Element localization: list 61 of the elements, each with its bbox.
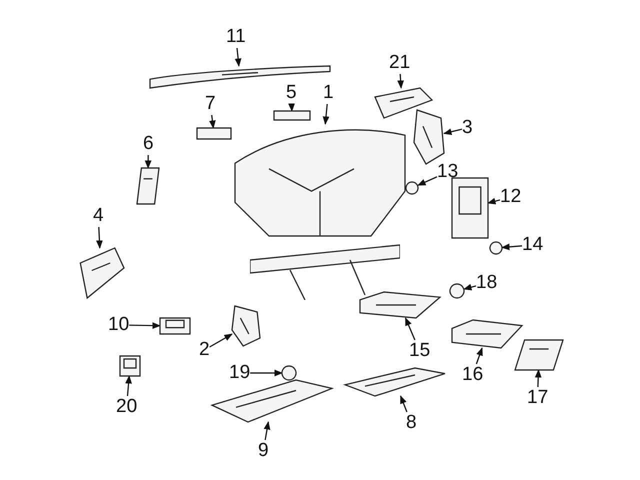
callout-number: 1 — [323, 82, 334, 104]
callout-number: 19 — [229, 362, 250, 384]
leader-arrow — [487, 198, 500, 204]
leader-arrow — [404, 317, 416, 340]
leader-arrow — [209, 114, 216, 129]
callout-number: 13 — [437, 161, 458, 183]
leader-arrow — [264, 421, 270, 440]
leader-arrow — [534, 369, 542, 388]
callout-number: 18 — [476, 272, 498, 294]
leader-arrow — [234, 48, 242, 67]
lower-panel-drawing — [212, 380, 332, 422]
bracket-drawing — [232, 306, 260, 346]
callout-number: 11 — [226, 26, 246, 48]
end-cover-drawing — [78, 248, 124, 298]
callout-number: 12 — [500, 186, 522, 208]
leader-arrow — [400, 395, 408, 412]
callout-number: 21 — [389, 52, 410, 74]
callout-number: 6 — [143, 133, 154, 155]
switch-drawing — [406, 182, 418, 194]
lower-panel-drawing — [345, 368, 445, 396]
switch-drawing — [282, 366, 296, 380]
leader-arrow — [96, 226, 103, 249]
callout-number: 14 — [522, 234, 544, 256]
callout-number: 17 — [527, 387, 548, 409]
leader-arrow — [463, 284, 476, 290]
leader-arrow — [144, 155, 152, 169]
callout-number: 4 — [93, 205, 104, 227]
callout-number: 15 — [409, 340, 430, 362]
callout-number: 10 — [108, 314, 130, 336]
sensor-drawing — [450, 284, 464, 298]
callout-number: 8 — [406, 412, 417, 434]
switch-drawing — [160, 318, 190, 334]
leader-arrow — [322, 104, 330, 125]
callout-number: 5 — [286, 82, 297, 104]
vent-drawing — [197, 128, 231, 139]
callout-number: 3 — [462, 117, 473, 139]
clip-drawing — [490, 242, 502, 254]
leader-arrow — [443, 128, 462, 135]
callout-number: 16 — [462, 364, 484, 386]
trim-cover-drawing — [515, 340, 563, 370]
leader-arrow — [209, 334, 233, 348]
control-unit-drawing — [360, 292, 440, 318]
callout-number: 20 — [116, 396, 138, 418]
callout-number: 2 — [199, 339, 210, 361]
leader-arrow — [125, 375, 132, 396]
switch-drawing — [120, 356, 140, 376]
callout-number: 9 — [258, 440, 269, 462]
callout-number: 7 — [205, 93, 216, 115]
leader-arrow — [397, 74, 404, 89]
trim-panel-drawing — [137, 168, 159, 204]
leader-arrow — [129, 322, 161, 329]
bracket-drawing — [414, 110, 444, 164]
leader-arrow — [288, 103, 295, 112]
bezel-drawing — [452, 178, 488, 238]
storage-tray-drawing — [452, 320, 522, 348]
leader-arrow — [476, 347, 483, 364]
leader-arrow — [501, 244, 522, 250]
vent-drawing — [274, 111, 310, 120]
leader-arrow — [417, 176, 438, 186]
cover-drawing — [372, 88, 432, 118]
leader-arrow — [250, 370, 283, 376]
